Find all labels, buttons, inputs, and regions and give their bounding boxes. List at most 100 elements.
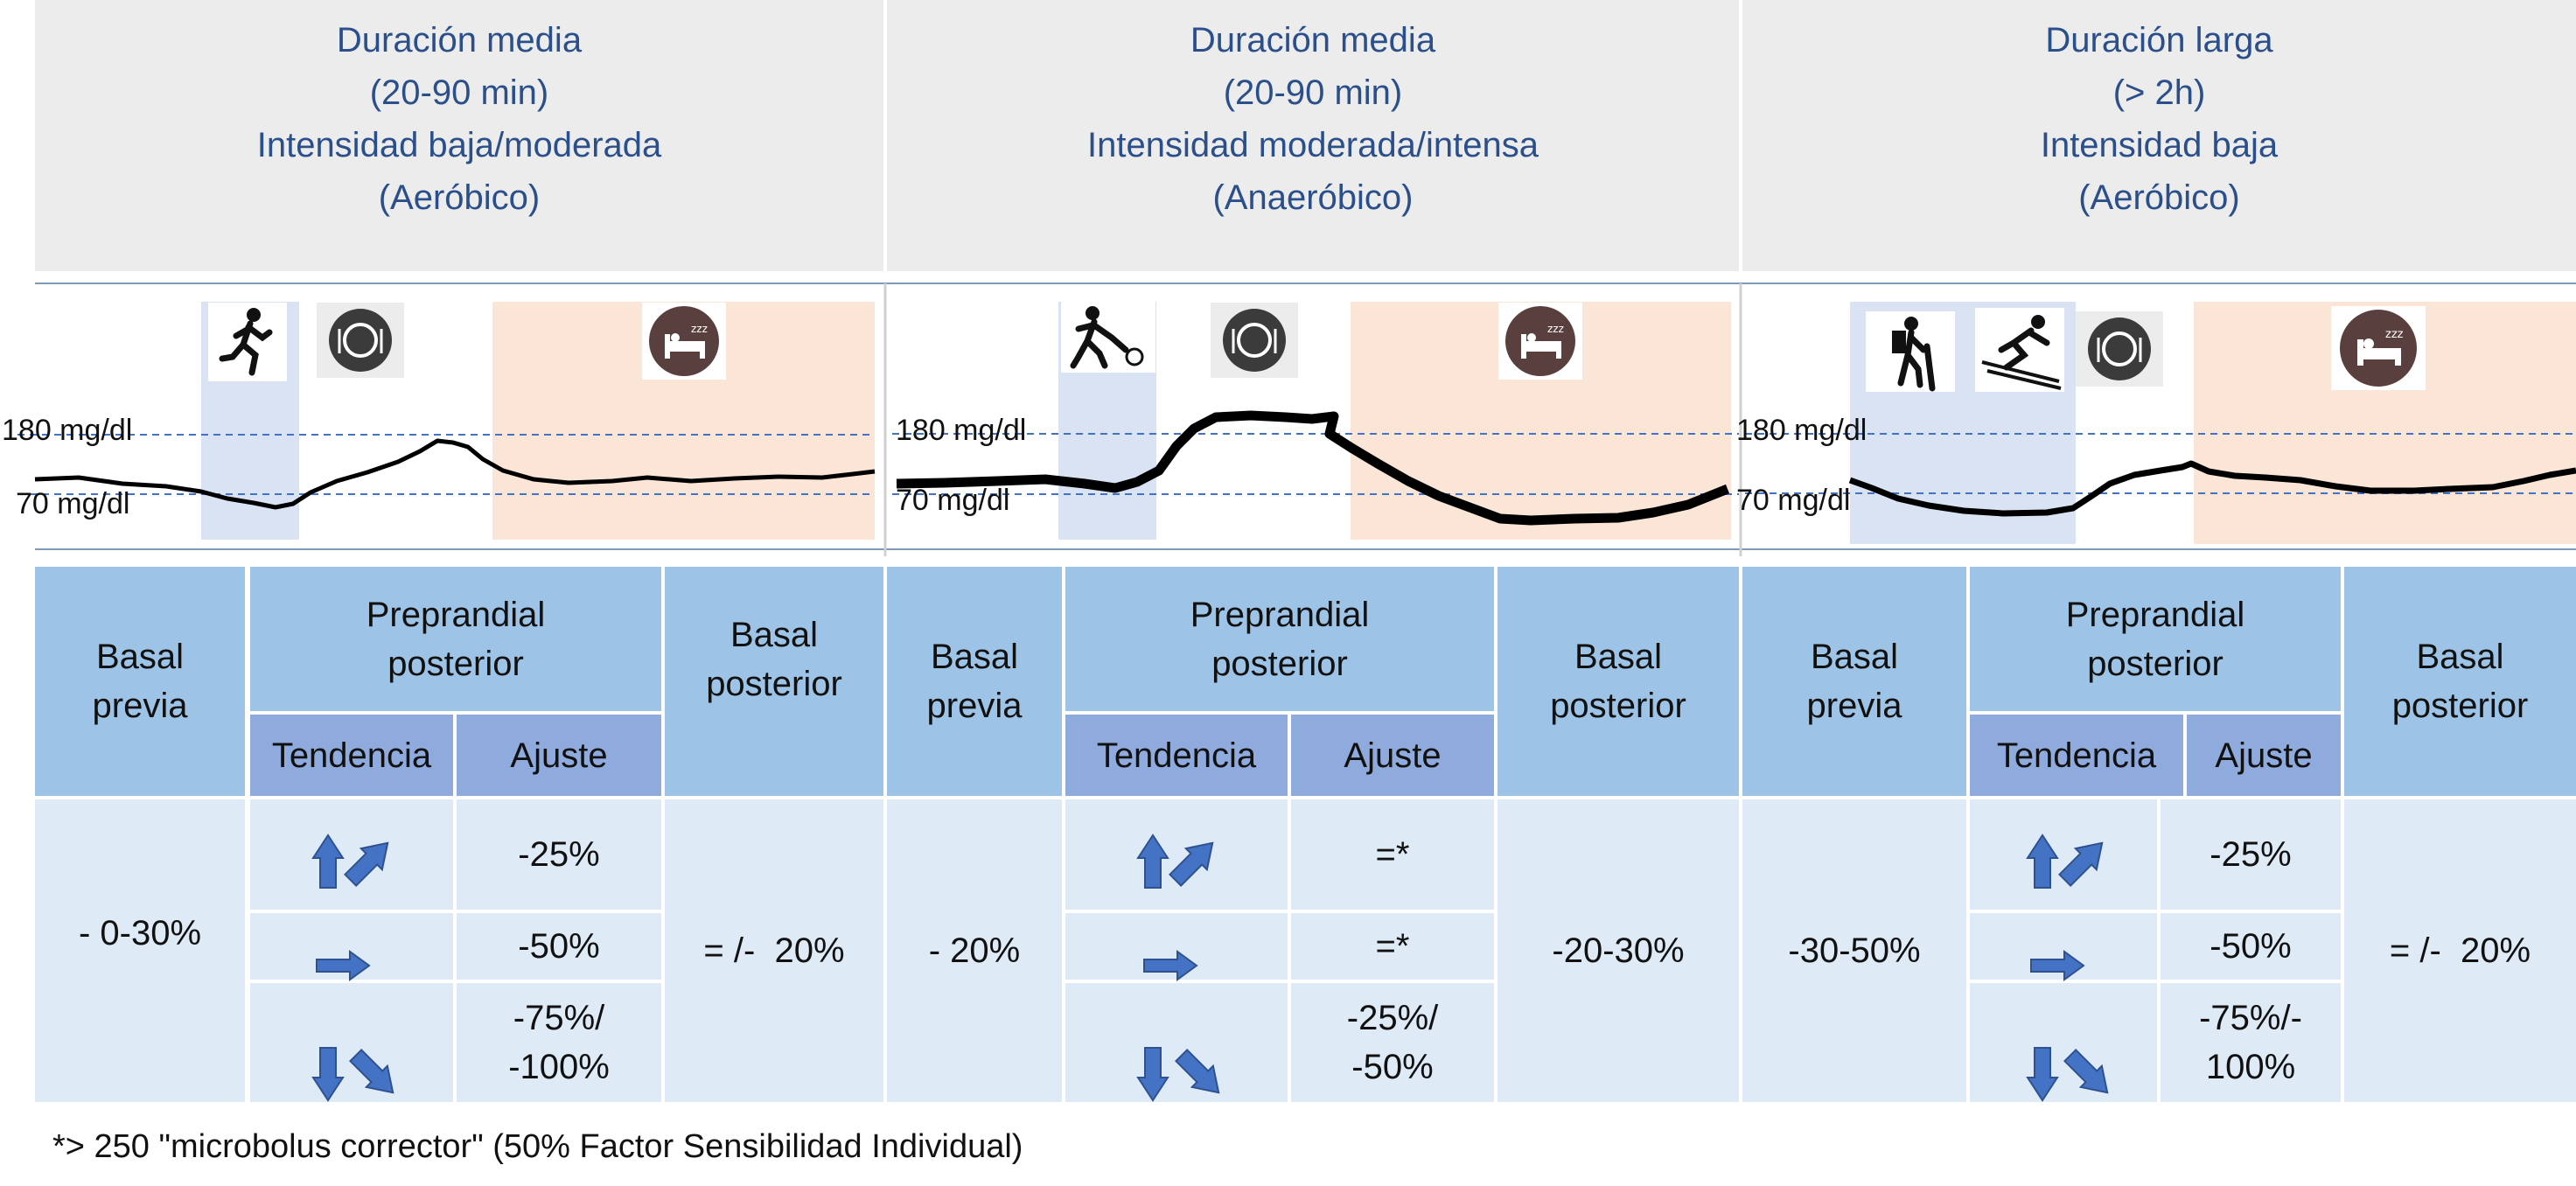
ajuste-right-1: -50% xyxy=(457,913,661,980)
preprandial-3-line-1: Preprandial xyxy=(2065,595,2245,634)
ajuste-down-2-line-1: -25%/ xyxy=(1346,999,1439,1037)
preprandial-header-2: Preprandial posterior xyxy=(1065,567,1494,711)
ajuste-up-2: =* xyxy=(1291,799,1494,910)
ref-label-180-1: 180 mg/dl xyxy=(2,414,133,447)
ref-label-70-1: 70 mg/dl xyxy=(16,487,130,520)
preprandial-2-line-2: posterior xyxy=(1211,644,1348,683)
panel-3-duration: Duración larga xyxy=(2045,21,2273,59)
ajuste-right-3: -50% xyxy=(2161,913,2341,980)
footnote: *> 250 "microbolus corrector" (50% Facto… xyxy=(52,1128,1023,1165)
ajuste-down-1-line-2: -100% xyxy=(508,1048,610,1086)
ajuste-header-3: Ajuste xyxy=(2187,715,2341,796)
panel-2-duration: Duración media xyxy=(1190,21,1436,59)
tennis-player-icon xyxy=(1061,301,1155,373)
panel-3-duration-range: (> 2h) xyxy=(2112,73,2206,112)
ajuste-header-2: Ajuste xyxy=(1291,715,1494,796)
ajuste-down-1: -75%/ -100% xyxy=(457,983,661,1102)
ajuste-up-3: -25% xyxy=(2161,799,2341,910)
ajuste-down-1-line-1: -75%/ xyxy=(513,999,605,1037)
preprandial-line-1: Preprandial xyxy=(366,595,546,634)
svg-text:zzz: zzz xyxy=(691,323,708,335)
ajuste-down-3-line-2: 100% xyxy=(2205,1048,2296,1086)
basal-posterior-header-3: Basal posterior xyxy=(2344,567,2576,796)
preprandial-3-line-2: posterior xyxy=(2087,644,2223,683)
panel-2-type: (Anaeróbico) xyxy=(1212,178,1414,217)
basal-previa-line-2: previa xyxy=(92,687,188,725)
basal-posterior-value-1: = /- 20% xyxy=(665,799,883,1102)
trend-up-cell-3 xyxy=(1970,799,2157,910)
panel-1-type: (Aeróbico) xyxy=(378,178,541,217)
ref-label-70-3: 70 mg/dl xyxy=(1736,484,1851,517)
glucose-curve-1 xyxy=(34,438,876,510)
trend-down-cell-3 xyxy=(1970,983,2157,1102)
basal-previa-line-1: Basal xyxy=(95,638,185,676)
panel-header-3: Duración larga (> 2h) Intensidad baja (A… xyxy=(1742,0,2576,271)
basal-previa-header-1: Basal previa xyxy=(35,567,245,796)
svg-text:zzz: zzz xyxy=(1547,323,1564,335)
basal-posterior-3-line-2: posterior xyxy=(2391,687,2529,725)
basal-previa-header-2: Basal previa xyxy=(887,567,1062,796)
basal-previa-value-2: - 20% xyxy=(887,799,1062,1102)
ref-label-70-2: 70 mg/dl xyxy=(896,484,1010,517)
basal-posterior-2-line-2: posterior xyxy=(1550,687,1686,725)
preprandial-line-2: posterior xyxy=(387,644,524,683)
basal-posterior-3-line-1: Basal xyxy=(2416,638,2504,676)
basal-previa-value-1: - 0-30% xyxy=(35,799,245,1102)
basal-posterior-line-2: posterior xyxy=(706,665,842,703)
basal-posterior-header-1: Basal posterior xyxy=(665,567,883,796)
ajuste-down-3-line-1: -75%/- xyxy=(2199,999,2302,1037)
ajuste-up-1: -25% xyxy=(457,799,661,910)
bed-sleep-icon-3: zzz xyxy=(2331,306,2426,390)
panel-1-duration-range: (20-90 min) xyxy=(369,73,549,112)
plate-icon-2 xyxy=(1211,303,1298,378)
preprandial-2-line-1: Preprandial xyxy=(1190,595,1370,634)
basal-posterior-line-1: Basal xyxy=(730,616,819,654)
skier-icon xyxy=(1975,308,2064,392)
panel-header-2: Duración media (20-90 min) Intensidad mo… xyxy=(887,0,1739,271)
glucose-curve-2 xyxy=(896,410,1730,526)
trend-right-cell-3 xyxy=(1970,913,2157,980)
trend-down-cell-1 xyxy=(250,983,453,1102)
ref-label-180-3: 180 mg/dl xyxy=(1736,414,1867,447)
basal-previa-2-line-1: Basal xyxy=(930,638,1019,676)
plate-icon xyxy=(317,303,404,378)
glucose-curve-3 xyxy=(1848,460,2576,517)
trend-down-cell-2 xyxy=(1065,983,1288,1102)
basal-posterior-value-2: -20-30% xyxy=(1497,799,1739,1102)
ajuste-header-1: Ajuste xyxy=(457,715,661,796)
basal-posterior-header-2: Basal posterior xyxy=(1497,567,1739,796)
basal-previa-value-3: -30-50% xyxy=(1742,799,1966,1102)
trend-up-cell-2 xyxy=(1065,799,1288,910)
panel-3-intensity: Intensidad baja xyxy=(2040,126,2279,164)
ajuste-down-2-line-2: -50% xyxy=(1351,1048,1434,1086)
panel-1-duration: Duración media xyxy=(336,21,583,59)
preprandial-header-3: Preprandial posterior xyxy=(1970,567,2341,711)
preprandial-header-1: Preprandial posterior xyxy=(250,567,661,711)
basal-previa-2-line-2: previa xyxy=(926,687,1023,725)
ajuste-down-2: -25%/ -50% xyxy=(1291,983,1494,1102)
runner-icon xyxy=(208,303,287,381)
basal-posterior-2-line-1: Basal xyxy=(1574,638,1663,676)
tendencia-header-2: Tendencia xyxy=(1065,715,1288,796)
plate-icon-3 xyxy=(2076,311,2163,387)
basal-previa-3-line-1: Basal xyxy=(1810,638,1899,676)
panel-3-type: (Aeróbico) xyxy=(2078,178,2240,217)
tendencia-header-1: Tendencia xyxy=(250,715,453,796)
tendencia-header-3: Tendencia xyxy=(1970,715,2183,796)
panel-2-intensity: Intensidad moderada/intensa xyxy=(1087,126,1539,164)
basal-posterior-value-3: = /- 20% xyxy=(2344,799,2576,1102)
hiker-icon xyxy=(1866,311,1955,392)
panel-1-intensity: Intensidad baja/moderada xyxy=(256,126,662,164)
ajuste-down-3: -75%/- 100% xyxy=(2161,983,2341,1102)
ajuste-right-2: =* xyxy=(1291,913,1494,980)
bed-sleep-icon: zzz xyxy=(642,303,726,380)
trend-right-cell-2 xyxy=(1065,913,1288,980)
basal-previa-3-line-2: previa xyxy=(1806,687,1902,725)
basal-previa-header-3: Basal previa xyxy=(1742,567,1966,796)
svg-text:zzz: zzz xyxy=(2385,328,2404,341)
panel-2-duration-range: (20-90 min) xyxy=(1223,73,1403,112)
trend-right-cell-1 xyxy=(250,913,453,980)
ref-label-180-2: 180 mg/dl xyxy=(896,414,1027,447)
bed-sleep-icon-2: zzz xyxy=(1498,303,1582,380)
panel-header-1: Duración media (20-90 min) Intensidad ba… xyxy=(35,0,883,271)
